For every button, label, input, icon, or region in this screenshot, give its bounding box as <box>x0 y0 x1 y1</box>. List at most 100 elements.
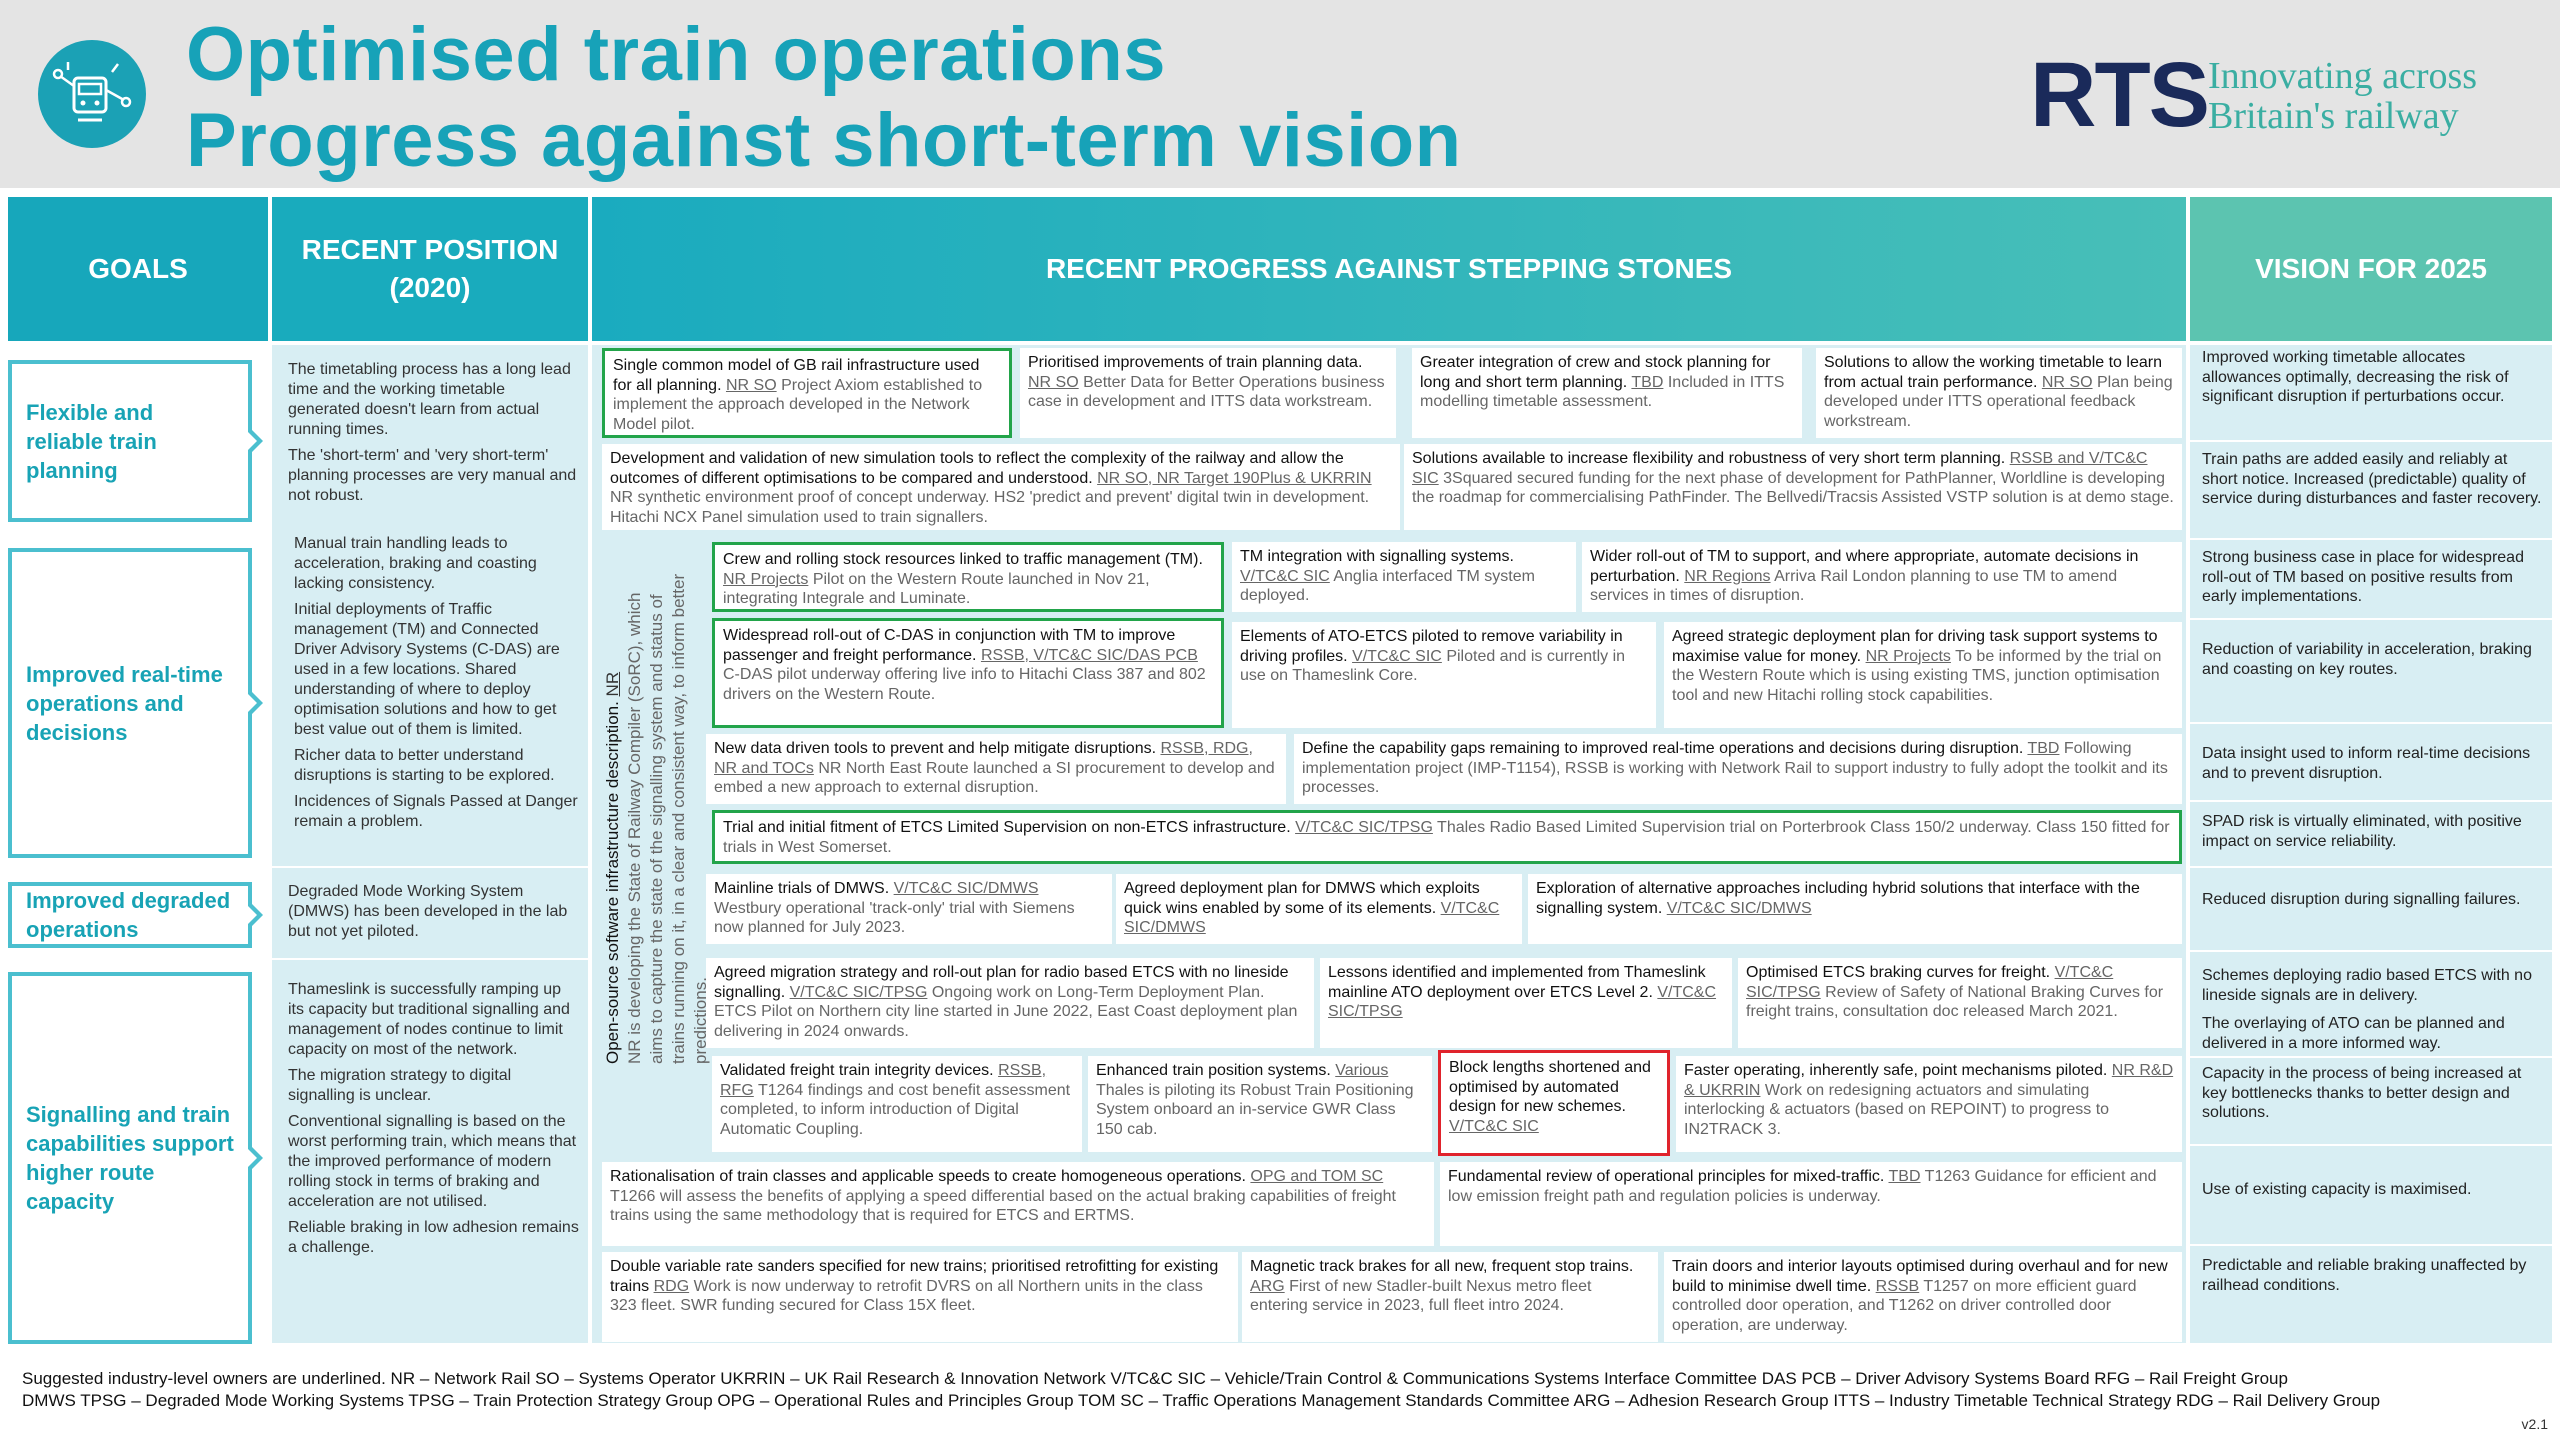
owner-label: OPG and TOM SC <box>1250 1168 1384 1185</box>
stepping-stone-title: Block lengths shortened and optimised by… <box>1449 1059 1651 1115</box>
progress-detail: Thales Radio Based Limited Supervision t… <box>723 819 2170 856</box>
stepping-stone-title: Solutions available to increase flexibil… <box>1412 450 2006 467</box>
divider <box>2190 618 2552 620</box>
vertical-note-open-source: Open-source software infrastructure desc… <box>602 564 710 1064</box>
stepping-stone-title: TM integration with signalling systems. <box>1240 548 1514 565</box>
stepping-stone-title: Define the capability gaps remaining to … <box>1302 740 2024 757</box>
box-block-lengths: Block lengths shortened and optimised by… <box>1438 1050 1670 1156</box>
box-planning-data: Prioritised improvements of train planni… <box>1020 348 1396 438</box>
owner-label: Various <box>1335 1062 1389 1079</box>
footer-legend-line-1: Suggested industry-level owners are unde… <box>22 1369 2288 1388</box>
stepping-stone-title: Trial and initial fitment of ETCS Limite… <box>723 819 1291 836</box>
owner-label: RDG <box>653 1277 690 1295</box>
position-signalling: Thameslink is successfully ramping up it… <box>288 980 580 1264</box>
box-thameslink-lessons: Lessons identified and implemented from … <box>1320 958 1732 1048</box>
box-train-position: Enhanced train position systems. Various… <box>1088 1056 1432 1152</box>
train-planning-icon <box>38 40 146 148</box>
progress-detail: First of new Stadler-built Nexus metro f… <box>1250 1277 1592 1315</box>
goal-label: Improved real-time operations and decisi… <box>26 661 223 745</box>
position-text: Degraded Mode Working System (DMWS) has … <box>288 883 568 940</box>
stepping-stone-title: Agreed deployment plan for DMWS which ex… <box>1124 880 1480 917</box>
owner-label: TBD <box>1631 373 1664 391</box>
divider <box>272 866 588 868</box>
position-text: Manual train handling leads to accelerat… <box>294 535 537 592</box>
rts-logo: RTS <box>2030 44 2210 146</box>
owner-label: V/TC&C SIC <box>1240 567 1330 585</box>
vertical-note-main: Open-source software infrastructure desc… <box>603 696 622 1064</box>
box-dmws-trials: Mainline trials of DMWS. V/TC&C SIC/DMWS… <box>706 874 1112 944</box>
owner-label: RSSB, V/TC&C SIC/DAS PCB <box>980 646 1198 664</box>
owner-label: V/TC&C SIC/DMWS <box>893 880 1039 897</box>
footer-legend-line-2: DMWS TPSG – Degraded Mode Working System… <box>22 1391 2381 1410</box>
box-track-brakes: Magnetic track brakes for all new, frequ… <box>1242 1252 1658 1342</box>
vision-item: The overlaying of ATO can be planned and… <box>2202 1015 2505 1052</box>
progress-detail: Thales is piloting its Robust Train Posi… <box>1096 1081 1414 1138</box>
stepping-stone-title: Magnetic track brakes for all new, frequ… <box>1250 1258 1634 1275</box>
position-text: The timetabling process has a long lead … <box>288 361 571 438</box>
stepping-stone-title: Development and validation of new simula… <box>610 450 1344 487</box>
owner-label: NR SO <box>2041 373 2093 391</box>
box-cdas-rollout: Widespread roll-out of C-DAS in conjunct… <box>712 618 1224 728</box>
progress-detail: Westbury operational 'track-only' trial … <box>714 899 1075 937</box>
stepping-stone-title: Optimised ETCS braking curves for freigh… <box>1746 964 2051 981</box>
box-capability-gaps: Define the capability gaps remaining to … <box>1294 734 2182 804</box>
vision-item: Use of existing capacity is maximised. <box>2202 1181 2472 1198</box>
stepping-stone-title: New data driven tools to prevent and hel… <box>714 740 1157 757</box>
stepping-stone-title: Greater integration of crew and stock pl… <box>1420 354 1771 391</box>
progress-detail: T1257 on more efficient guard controlled… <box>1672 1277 2137 1334</box>
header: Optimised train operations Progress agai… <box>0 0 2560 188</box>
box-mixed-traffic: Fundamental review of operational princi… <box>1440 1162 2182 1246</box>
owner-label: V/TC&C SIC/TPSG <box>1328 983 1717 1021</box>
box-data-tools: New data driven tools to prevent and hel… <box>706 734 1286 804</box>
rts-tagline: Innovating across Britain's railway <box>2208 56 2477 136</box>
vision-column <box>2190 345 2552 1343</box>
owner-label: NR Projects <box>1865 647 1951 665</box>
stepping-stone-title: Enhanced train position systems. <box>1096 1062 1331 1079</box>
box-ato-etcs-pilot: Elements of ATO-ETCS piloted to remove v… <box>1232 622 1656 728</box>
box-train-doors: Train doors and interior layouts optimis… <box>1664 1252 2182 1342</box>
goal-degraded-operations: Improved degraded operations <box>8 882 263 948</box>
owner-label: RSSB, RDG, NR and TOCs <box>714 740 1253 777</box>
owner-label: NR SO, NR Target 190Plus & UKRRIN <box>1097 469 1372 487</box>
owner-label: RSSB <box>1875 1277 1920 1295</box>
vision-item: Schemes deploying radio based ETCS with … <box>2202 967 2532 1004</box>
divider <box>2190 538 2552 540</box>
progress-detail: To be informed by the trial on the Weste… <box>1672 647 2162 704</box>
progress-detail: Anglia interfaced TM system deployed. <box>1240 567 1535 605</box>
progress-detail: Included in ITTS modelling timetable ass… <box>1420 373 1785 411</box>
title-line-1: Optimised train operations <box>186 12 1167 97</box>
box-timetable-learn: Solutions to allow the working timetable… <box>1816 348 2182 438</box>
divider <box>2190 866 2552 868</box>
column-header-vision: VISION FOR 2025 <box>2190 197 2552 341</box>
progress-detail: C-DAS pilot underway offering live info … <box>723 666 1206 703</box>
owner-label: NR R&D & UKRRIN <box>1684 1062 2174 1099</box>
stepping-stone-title: Single common model of GB rail infrastru… <box>613 357 980 394</box>
position-planning: The timetabling process has a long lead … <box>288 360 580 512</box>
vision-item: SPAD risk is virtually eliminated, with … <box>2202 813 2522 850</box>
position-text: Incidences of Signals Passed at Danger r… <box>294 793 578 830</box>
progress-detail: 3Squared secured funding for the next ph… <box>1412 469 2174 507</box>
column-header-progress: RECENT PROGRESS AGAINST STEPPING STONES <box>592 197 2186 341</box>
divider <box>2190 950 2552 952</box>
owner-label: NR Regions <box>1684 567 1771 585</box>
goal-label: Improved degraded operations <box>26 888 231 942</box>
tagline-line-2: Britain's railway <box>2208 95 2459 137</box>
divider <box>2190 1244 2552 1246</box>
progress-detail: Ongoing work on Long-Term Deployment Pla… <box>714 983 1298 1040</box>
position-text: The 'short-term' and 'very short-term' p… <box>288 447 577 504</box>
stepping-stone-title: Fundamental review of operational princi… <box>1448 1168 1885 1185</box>
progress-detail: Arriva Rail London planning to use TM to… <box>1590 567 2118 605</box>
vision-item: Reduced disruption during signalling fai… <box>2202 891 2521 908</box>
stepping-stone-title: Crew and rolling stock resources linked … <box>723 551 1203 568</box>
vision-item: Data insight used to inform real-time de… <box>2202 745 2531 782</box>
stepping-stone-title: Wider roll-out of TM to support, and whe… <box>1590 548 2139 585</box>
position-text: Initial deployments of Traffic managemen… <box>294 601 560 738</box>
position-text: Richer data to better understand disrupt… <box>294 747 555 784</box>
owner-label: V/TC&C SIC/TPSG <box>789 983 928 1001</box>
box-short-term-planning: Solutions available to increase flexibil… <box>1404 444 2182 530</box>
divider <box>272 958 588 960</box>
progress-detail: Piloted and is currently in use on Thame… <box>1240 647 1626 685</box>
goal-flexible-planning: Flexible and reliable train planning <box>8 360 263 522</box>
stepping-stone-title: Elements of ATO-ETCS piloted to remove v… <box>1240 628 1623 665</box>
owner-label: NR SO <box>725 376 777 394</box>
